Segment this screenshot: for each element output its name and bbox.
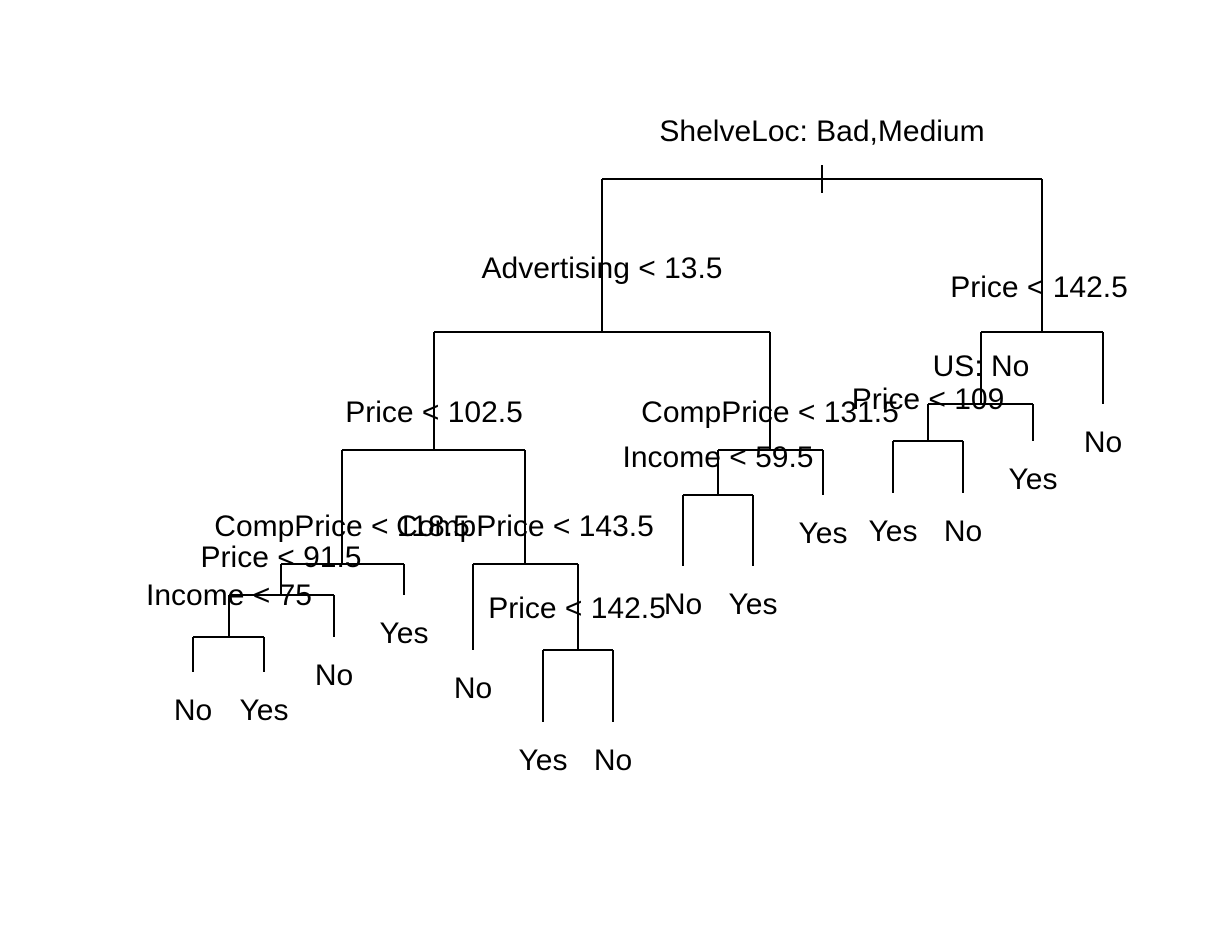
split-label-n6: US: No xyxy=(933,350,1030,383)
split-label-n5: CompPrice < 131.5 xyxy=(641,396,899,429)
split-label-n2: Advertising < 13.5 xyxy=(482,252,723,285)
leaf-label-l_no_inc59: No xyxy=(664,588,702,621)
split-label-n13: Income < 75 xyxy=(146,579,312,612)
leaf-label-l_yes_cp118: Yes xyxy=(380,617,429,650)
split-label-n8: CompPrice < 143.5 xyxy=(396,510,654,543)
leaf-label-l_no_inc75: No xyxy=(174,694,212,727)
leaf-label-l_yes_inc75: Yes xyxy=(240,694,289,727)
split-label-n9: Income < 59.5 xyxy=(623,441,814,474)
tree-edges xyxy=(192,165,1104,722)
leaf-label-l_no_cp143: No xyxy=(454,672,492,705)
leaf-label-l_yes_us: Yes xyxy=(1009,463,1058,496)
leaf-label-l_no_p91: No xyxy=(315,659,353,692)
split-label-n1: ShelveLoc: Bad,Medium xyxy=(659,115,984,148)
leaf-label-l_no_p142b: No xyxy=(594,744,632,777)
leaf-label-l_yes_inc59: Yes xyxy=(729,588,778,621)
leaf-label-l_no_right: No xyxy=(1084,426,1122,459)
split-label-n7: CompPrice < 118.5 xyxy=(214,510,469,543)
leaf-label-l_yes_p109: Yes xyxy=(869,515,918,548)
split-label-n10: Price < 109 xyxy=(852,383,1005,416)
split-label-n3: Price < 142.5 xyxy=(950,271,1128,304)
split-label-n4: Price < 102.5 xyxy=(345,396,523,429)
leaf-label-l_yes_cp: Yes xyxy=(799,517,848,550)
leaf-label-l_yes_p142b: Yes xyxy=(519,744,568,777)
leaf-label-l_no_p109: No xyxy=(944,515,982,548)
split-label-n12: Price < 142.5 xyxy=(488,592,666,625)
split-label-n11: Price < 91.5 xyxy=(201,541,362,574)
